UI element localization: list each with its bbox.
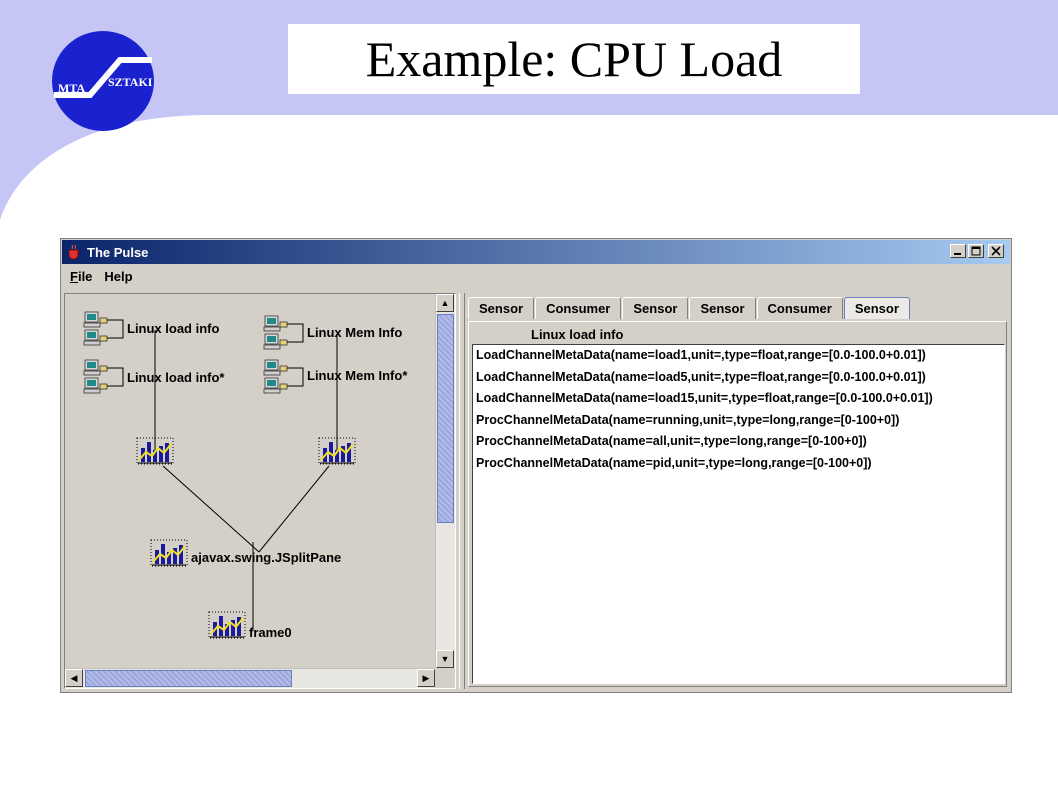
window-titlebar[interactable]: The Pulse <box>62 240 1010 264</box>
chart-icon <box>208 611 246 639</box>
maximize-button[interactable] <box>968 244 984 258</box>
close-button[interactable] <box>988 244 1004 258</box>
mta-sztaki-logo: MTA SZTAKI <box>52 31 154 131</box>
maximize-icon <box>971 246 981 256</box>
node-label: Linux Mem Info* <box>307 368 408 383</box>
list-item[interactable]: LoadChannelMetaData(name=load1,unit=,typ… <box>476 348 926 362</box>
computers-icon <box>264 360 303 393</box>
tab-consumer-1[interactable]: Consumer <box>535 297 622 319</box>
node-linux-load-info[interactable]: Linux load info <box>84 312 219 345</box>
scroll-up-button[interactable]: ▲ <box>436 294 454 312</box>
details-pane: Sensor Consumer Sensor Sensor Consumer S… <box>466 293 1009 689</box>
horizontal-scroll-thumb[interactable] <box>85 670 292 687</box>
graph-edges <box>154 330 338 630</box>
computers-icon <box>84 312 123 345</box>
arrow-left-icon: ◀ <box>70 672 78 683</box>
list-item[interactable]: ProcChannelMetaData(name=running,unit=,t… <box>476 412 900 427</box>
tab-sensor-3[interactable]: Sensor <box>689 297 756 319</box>
node-jsplitpane[interactable]: ajavax.swing.JSplitPane <box>150 539 341 567</box>
menu-file-label: ile <box>77 268 93 284</box>
tab-sensor-4[interactable]: Sensor <box>843 297 910 319</box>
list-item[interactable]: LoadChannelMetaData(name=load15,unit=,ty… <box>476 391 933 405</box>
metadata-list[interactable]: LoadChannelMetaData(name=load1,unit=,typ… <box>472 344 1005 684</box>
node-linux-load-info-star[interactable]: Linux load info* <box>84 360 225 393</box>
close-icon <box>991 246 1001 256</box>
node-label: frame0 <box>249 625 292 640</box>
scroll-left-button[interactable]: ◀ <box>65 669 83 687</box>
tab-sensor-2[interactable]: Sensor <box>622 297 689 319</box>
scroll-corner <box>435 668 455 688</box>
vertical-scroll-thumb[interactable] <box>437 314 454 523</box>
menu-bar: File Help <box>62 265 1010 287</box>
vertical-scrollbar[interactable]: ▲ ▼ <box>435 294 455 668</box>
logo-left-text: MTA <box>58 81 85 95</box>
menu-help-label: Help <box>104 268 133 284</box>
list-item[interactable]: ProcChannelMetaData(name=pid,unit=,type=… <box>476 455 872 470</box>
horizontal-scrollbar[interactable]: ◀ ▶ <box>65 668 435 688</box>
tab-strip: Sensor Consumer Sensor Sensor Consumer S… <box>468 297 911 321</box>
list-item[interactable]: ProcChannelMetaData(name=all,unit=,type=… <box>476 434 867 448</box>
title-box: Example: CPU Load <box>288 24 860 94</box>
node-linux-mem-info[interactable]: Linux Mem Info <box>264 316 402 349</box>
minimize-button[interactable] <box>950 244 966 258</box>
split-pane-divider[interactable] <box>459 293 465 689</box>
java-cup-icon <box>68 244 80 260</box>
list-item[interactable]: LoadChannelMetaData(name=load5,unit=,typ… <box>476 369 926 384</box>
tab-consumer-2[interactable]: Consumer <box>756 297 843 319</box>
computers-icon <box>84 360 123 393</box>
tab-content: Linux load info LoadChannelMetaData(name… <box>468 321 1007 687</box>
node-label: ajavax.swing.JSplitPane <box>191 550 341 565</box>
graph-pane: Linux load info Linux load info* Linux M… <box>64 293 456 689</box>
menu-file-mnemonic: F <box>70 268 78 284</box>
node-label: Linux Mem Info <box>307 325 402 340</box>
node-label: Linux load info* <box>127 370 225 385</box>
menu-help[interactable]: Help <box>104 269 132 284</box>
tab-sensor-1[interactable]: Sensor <box>468 297 535 319</box>
minimize-icon <box>954 253 961 255</box>
scroll-right-button[interactable]: ▶ <box>417 669 435 687</box>
arrow-up-icon: ▲ <box>440 298 450 308</box>
computers-icon <box>264 316 303 349</box>
scroll-down-button[interactable]: ▼ <box>436 650 454 668</box>
logo-right-text: SZTAKI <box>108 75 153 89</box>
slide-title: Example: CPU Load <box>365 31 783 87</box>
graph-canvas[interactable]: Linux load info Linux load info* Linux M… <box>65 294 435 668</box>
app-window: The Pulse File Help <box>60 238 1012 693</box>
menu-file[interactable]: File <box>70 269 92 284</box>
arrow-down-icon: ▼ <box>440 654 450 664</box>
panel-label: Linux load info <box>531 327 624 342</box>
node-frame0[interactable]: frame0 <box>208 611 292 640</box>
chart-icon <box>150 539 188 567</box>
arrow-right-icon: ▶ <box>422 672 430 683</box>
node-label: Linux load info <box>127 321 219 336</box>
window-title: The Pulse <box>87 244 149 260</box>
node-linux-mem-info-star[interactable]: Linux Mem Info* <box>264 360 408 393</box>
